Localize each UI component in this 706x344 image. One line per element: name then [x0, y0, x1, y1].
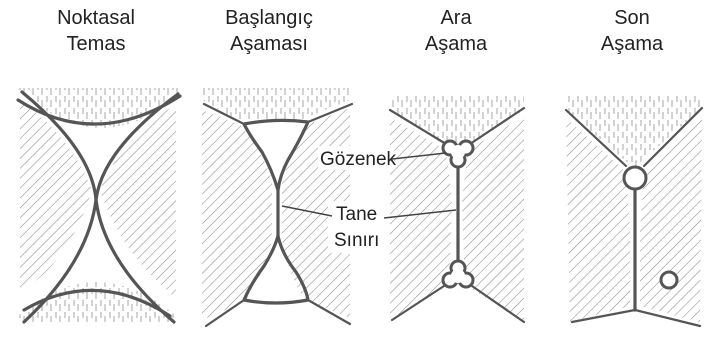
grain-right: [100, 104, 176, 298]
stage-title-line1: Son: [614, 7, 650, 29]
stage-title-line1: Başlangıç: [225, 7, 313, 29]
stage-title-line2: Aşama: [425, 33, 488, 55]
stage-title-initial: Başlangıç Aşaması: [225, 7, 313, 55]
isolated-pore: [661, 272, 677, 288]
stage-title-point-contact: Noktasal Temas: [57, 7, 135, 55]
stage-title-line2: Aşaması: [230, 33, 308, 55]
annotation-pore-label: Gözenek: [320, 149, 397, 170]
stage-title-line1: Noktasal: [57, 7, 135, 29]
annotation-grain-boundary-line1: Tane: [336, 204, 377, 225]
panel-intermediate-stage: [390, 96, 524, 322]
panel-point-contact: [14, 85, 180, 322]
annotation-grain-boundary-line2: Sınırı: [334, 230, 379, 251]
grain-left: [20, 100, 92, 292]
stage-title-line1: Ara: [440, 7, 472, 29]
panel-final-stage: [566, 96, 702, 326]
stage-title-final: Son Aşama: [601, 7, 664, 55]
grain-left: [202, 110, 272, 320]
stage-title-line2: Aşama: [601, 33, 664, 55]
boundary-pore: [624, 167, 646, 189]
stage-title-line2: Temas: [67, 33, 126, 55]
stage-title-intermediate: Ara Aşama: [425, 7, 488, 55]
